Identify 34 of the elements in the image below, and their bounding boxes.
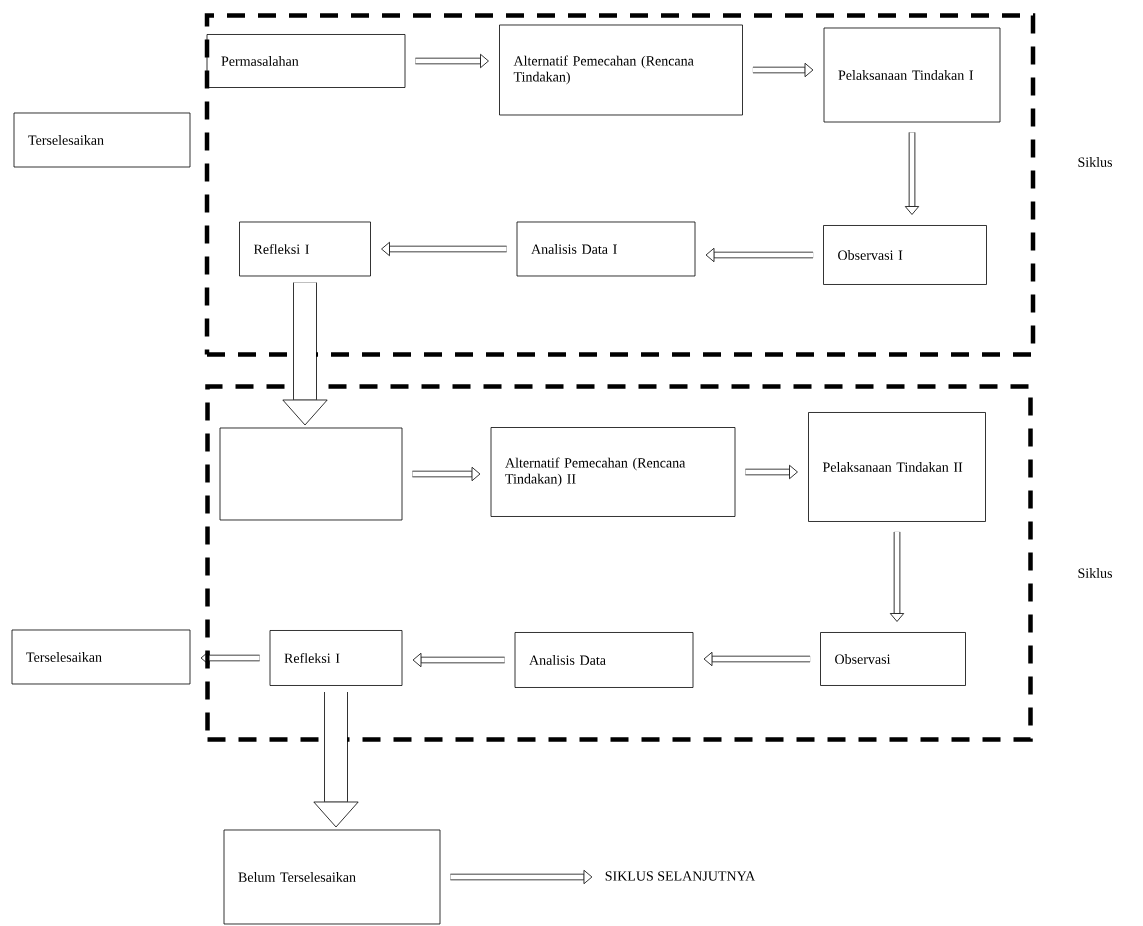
process-box: Belum Terselesaikan xyxy=(223,829,441,925)
hollow-arrow xyxy=(752,62,814,78)
side-label: Siklus xyxy=(1078,568,1112,578)
process-box: Permasalahan xyxy=(206,34,406,88)
process-box: Analisis Data xyxy=(514,632,694,688)
hollow-arrow xyxy=(313,691,359,828)
hollow-arrow xyxy=(415,53,489,69)
process-box: Observasi I xyxy=(823,225,987,285)
hollow-arrow xyxy=(705,247,814,263)
process-box: Refleksi I xyxy=(269,630,403,686)
hollow-arrow xyxy=(412,652,505,668)
empty-box xyxy=(219,427,403,521)
process-box: Terselesaikan xyxy=(11,629,191,685)
hollow-arrow xyxy=(282,282,328,426)
hollow-arrow xyxy=(450,869,593,885)
side-label: Siklus xyxy=(1078,157,1112,167)
hollow-arrow xyxy=(904,132,920,215)
process-box: Analisis Data I xyxy=(516,221,696,277)
hollow-arrow xyxy=(889,531,905,622)
dashed-frame xyxy=(204,13,1036,357)
hollow-arrow xyxy=(703,651,811,667)
hollow-arrow xyxy=(745,464,798,480)
process-box: Terselesaikan xyxy=(13,112,191,168)
process-box: Pelaksanaan Tindakan II xyxy=(808,412,986,522)
hollow-arrow xyxy=(381,241,507,257)
process-box: Refleksi I xyxy=(239,221,371,277)
process-box: Alternatif Pemecahan (Rencana Tindakan) II xyxy=(490,427,736,517)
hollow-arrow xyxy=(412,466,481,482)
free-text: SIKLUS SELANJUTNYA xyxy=(605,871,756,881)
process-box: Observasi xyxy=(820,632,966,686)
process-box: Alternatif Pemecahan (Rencana Tindakan) xyxy=(499,24,743,116)
process-box: Pelaksanaan Tindakan I xyxy=(823,27,1001,123)
hollow-arrow xyxy=(200,650,260,666)
dashed-frame xyxy=(205,384,1033,742)
